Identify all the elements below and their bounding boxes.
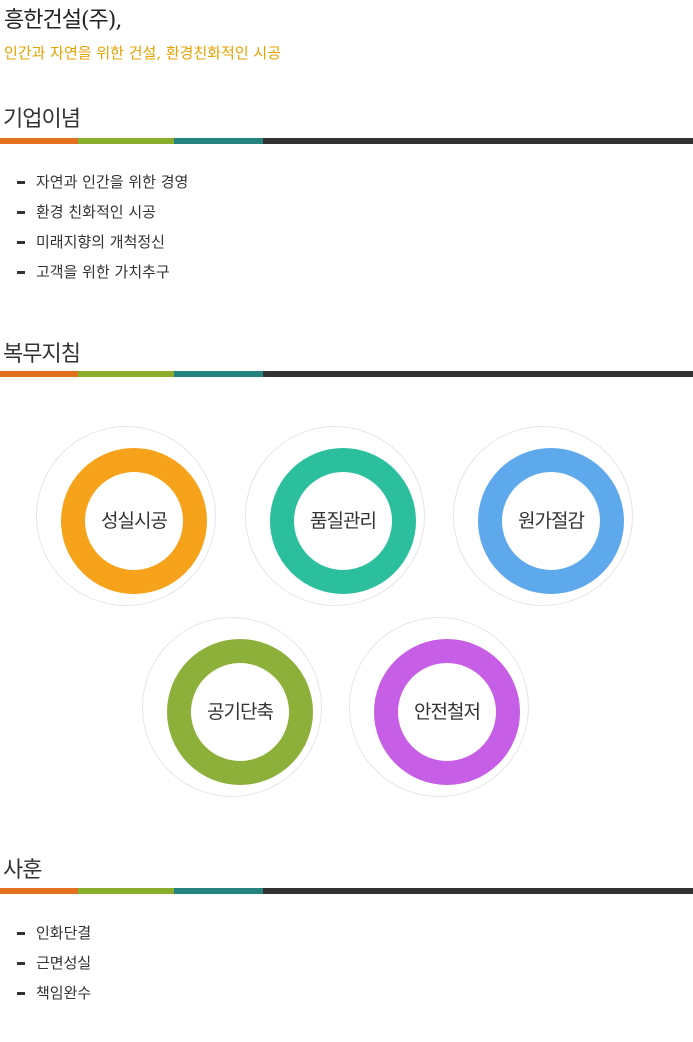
list-item-text: 미래지향의 개척정신 xyxy=(36,233,165,251)
dash-icon xyxy=(17,932,25,935)
list-item: 고객을 위한 가치추구 xyxy=(16,261,188,291)
guideline-circle: 안전철저 xyxy=(349,617,529,797)
divider-segment xyxy=(263,138,693,144)
circle-label: 공기단축 xyxy=(207,701,274,723)
dash-icon xyxy=(17,241,25,244)
dash-icon xyxy=(17,992,25,995)
list-item: 인화단결 xyxy=(16,922,91,952)
company-name: 흥한건설(주), xyxy=(4,8,122,33)
divider-segment xyxy=(174,138,263,144)
divider-segment xyxy=(0,371,78,377)
divider-segment xyxy=(78,888,174,894)
section-title-motto: 사훈 xyxy=(3,858,42,883)
guideline-circle: 품질관리 xyxy=(245,426,425,606)
divider-segment xyxy=(174,888,263,894)
list-item-text: 자연과 인간을 위한 경영 xyxy=(36,173,189,191)
section-title-guidelines: 복무지침 xyxy=(3,342,81,367)
list-item: 환경 친화적인 시공 xyxy=(16,201,188,231)
section-divider xyxy=(0,371,693,377)
circle-ring xyxy=(478,448,624,594)
list-item-text: 근면성실 xyxy=(36,954,92,972)
circle-label: 원가절감 xyxy=(518,510,585,532)
list-item: 미래지향의 개척정신 xyxy=(16,231,188,261)
section-divider xyxy=(0,138,693,144)
list-item-text: 책임완수 xyxy=(36,984,92,1002)
section-title-philosophy: 기업이념 xyxy=(3,107,81,132)
circle-label: 성실시공 xyxy=(101,510,168,532)
divider-segment xyxy=(174,371,263,377)
dash-icon xyxy=(17,211,25,214)
philosophy-list: 자연과 인간을 위한 경영 환경 친화적인 시공 미래지향의 개척정신 고객을 … xyxy=(16,171,188,291)
divider-segment xyxy=(78,371,174,377)
guideline-circle: 원가절감 xyxy=(453,426,633,606)
list-item-text: 고객을 위한 가치추구 xyxy=(36,263,170,281)
list-item-text: 환경 친화적인 시공 xyxy=(36,203,156,221)
dash-icon xyxy=(17,962,25,965)
dash-icon xyxy=(17,181,25,184)
guideline-circle: 공기단축 xyxy=(142,617,322,797)
list-item: 근면성실 xyxy=(16,952,91,982)
divider-segment xyxy=(0,138,78,144)
divider-segment xyxy=(263,371,693,377)
divider-segment xyxy=(78,138,174,144)
circle-label: 품질관리 xyxy=(310,510,377,532)
circle-label: 안전철저 xyxy=(414,701,481,723)
guideline-circle: 성실시공 xyxy=(36,426,216,606)
divider-segment xyxy=(0,888,78,894)
section-divider xyxy=(0,888,693,894)
motto-list: 인화단결 근면성실 책임완수 xyxy=(16,922,91,1012)
dash-icon xyxy=(17,271,25,274)
list-item: 자연과 인간을 위한 경영 xyxy=(16,171,188,201)
list-item: 책임완수 xyxy=(16,982,91,1012)
list-item-text: 인화단결 xyxy=(36,924,92,942)
company-slogan: 인간과 자연을 위한 건설, 환경친화적인 시공 xyxy=(4,44,282,62)
divider-segment xyxy=(263,888,693,894)
